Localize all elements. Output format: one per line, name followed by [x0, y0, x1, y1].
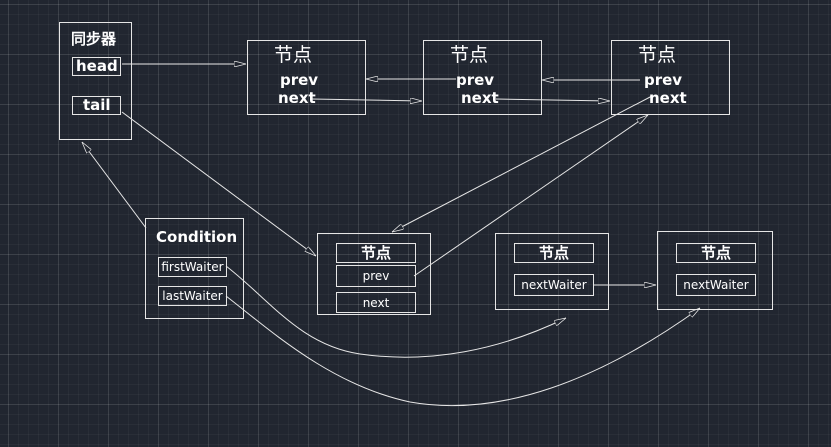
head-label: head — [76, 57, 118, 75]
tail-field: tail — [72, 96, 121, 115]
last-waiter-field: lastWaiter — [158, 286, 227, 306]
last-waiter-label: lastWaiter — [162, 289, 223, 303]
condition-node-next-field: next — [336, 292, 416, 313]
condition-node-title: 节点 — [360, 244, 391, 262]
queue-node-next: next — [278, 89, 316, 107]
waiter-node-1: 节点 nextWaiter — [495, 233, 609, 310]
queue-node-title: 节点 — [638, 44, 677, 66]
arrow-cond-prev-to-node3 — [413, 114, 648, 277]
queue-node-3: 节点 prev next — [611, 40, 730, 115]
next-waiter-field: nextWaiter — [676, 274, 756, 296]
next-waiter-label: nextWaiter — [683, 278, 749, 292]
waiter-node-2: 节点 nextWaiter — [657, 231, 773, 310]
condition-node-next: next — [362, 296, 390, 310]
queue-node-title: 节点 — [274, 44, 313, 66]
waiter-node-title: 节点 — [538, 244, 569, 262]
condition-node: 节点 prev next — [317, 233, 431, 315]
first-waiter-label: firstWaiter — [161, 260, 224, 274]
arrow-node2-next-to-node3 — [495, 99, 610, 101]
waiter-node-title: 节点 — [700, 244, 731, 262]
tail-label: tail — [83, 96, 111, 114]
condition-node-title-field: 节点 — [336, 243, 416, 263]
waiter-node-title-field: 节点 — [676, 243, 756, 263]
queue-node-2: 节点 prev next — [423, 40, 542, 115]
waiter-node-title-field: 节点 — [514, 243, 594, 263]
arrow-node3-next-to-cond-node — [392, 95, 653, 233]
curve-firstwaiter-to-waiter1 — [225, 265, 566, 358]
queue-node-prev: prev — [456, 71, 495, 89]
queue-node-prev: prev — [280, 71, 319, 89]
head-field: head — [72, 57, 121, 76]
condition-title: Condition — [156, 228, 238, 246]
next-waiter-label: nextWaiter — [521, 278, 587, 292]
condition-node-prev: prev — [362, 269, 390, 283]
arrow-node1-next-to-node2 — [311, 99, 422, 101]
next-waiter-field: nextWaiter — [514, 274, 594, 296]
condition-node-prev-field: prev — [336, 265, 416, 287]
arrow-tail-to-cond-node — [121, 111, 316, 257]
synchronizer-box: 同步器 head tail — [59, 22, 132, 140]
queue-node-prev: prev — [644, 71, 683, 89]
arrow-condition-to-sync — [81, 142, 147, 229]
curve-lastwaiter-to-waiter2 — [225, 295, 700, 407]
synchronizer-title: 同步器 — [71, 30, 117, 48]
queue-node-1: 节点 prev next — [247, 40, 366, 115]
queue-node-next: next — [649, 89, 687, 107]
condition-box: Condition firstWaiter lastWaiter — [145, 218, 244, 319]
queue-node-next: next — [461, 89, 499, 107]
queue-node-title: 节点 — [450, 44, 489, 66]
first-waiter-field: firstWaiter — [158, 257, 227, 277]
